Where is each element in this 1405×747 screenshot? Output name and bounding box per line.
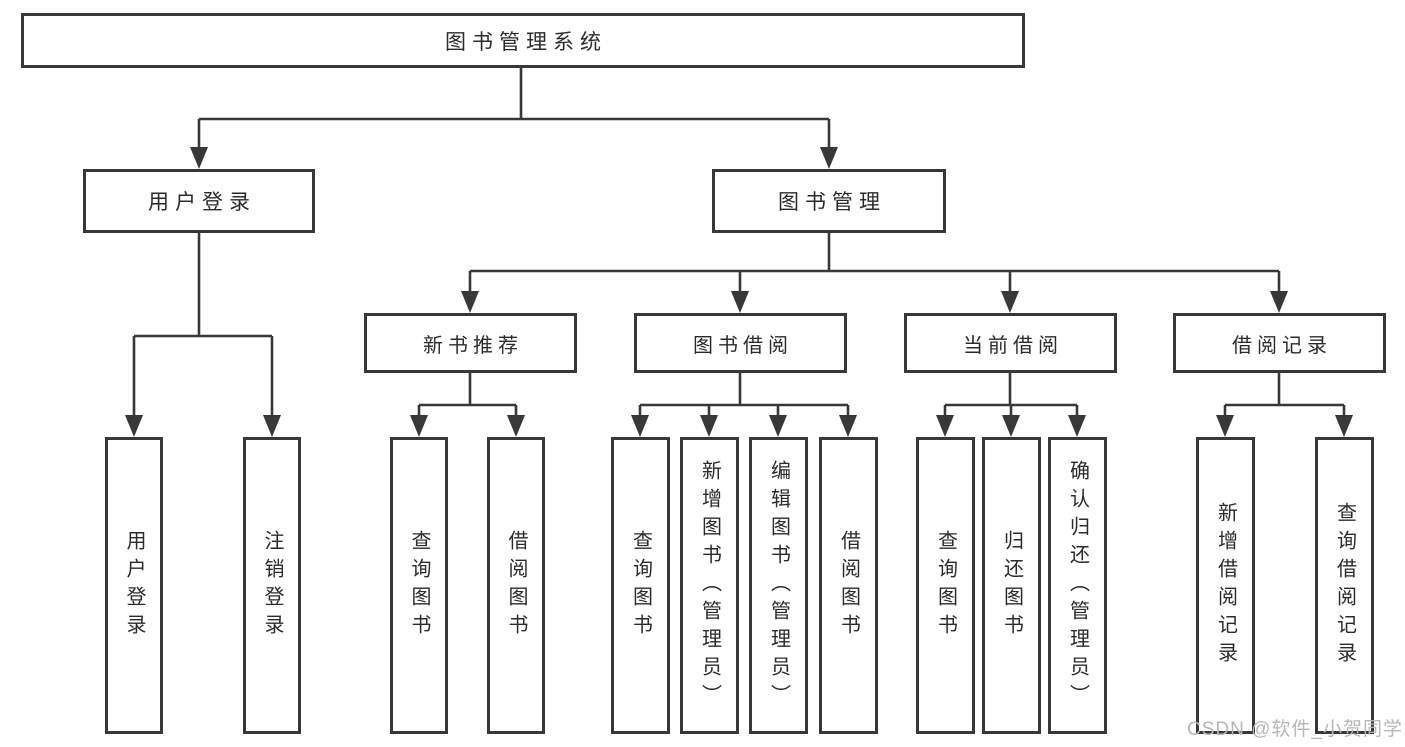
node-library-management-system: 图书管理系统 <box>21 13 1025 68</box>
node-label: 图书管理系统 <box>445 30 607 54</box>
leaf-bb-edit-books-admin: 编辑图书（管理员） <box>749 437 808 734</box>
node-book-borrowing: 图书借阅 <box>634 313 847 373</box>
node-label: 归还图书 <box>1000 529 1023 642</box>
node-label: 用户登录 <box>123 529 145 642</box>
node-current-borrowing: 当前借阅 <box>904 313 1117 373</box>
node-label: 新书推荐 <box>423 334 523 357</box>
node-book-management: 图书管理 <box>712 169 946 233</box>
node-label: 图书借阅 <box>693 334 793 357</box>
node-label: 编辑图书（管理员） <box>767 459 790 712</box>
node-label: 当前借阅 <box>963 334 1063 357</box>
node-label: 查询图书 <box>629 529 652 642</box>
leaf-nbr-query-books: 查询图书 <box>390 437 448 734</box>
csdn-watermark: CSDN @软件_小贺同学 <box>1187 719 1403 740</box>
leaf-bb-query-books: 查询图书 <box>611 437 670 734</box>
node-label: 用户登录 <box>148 191 256 214</box>
leaf-br-query-record: 查询借阅记录 <box>1315 437 1374 734</box>
leaf-bb-add-books-admin: 新增图书（管理员） <box>680 437 739 734</box>
node-label: 查询借阅记录 <box>1333 501 1356 670</box>
leaf-bb-borrow-books: 借阅图书 <box>819 437 878 734</box>
node-new-book-recommendation: 新书推荐 <box>364 313 577 373</box>
node-label: 新增图书（管理员） <box>698 459 721 712</box>
leaf-nbr-borrow-books: 借阅图书 <box>487 437 545 734</box>
node-label: 借阅图书 <box>505 529 527 642</box>
leaf-br-add-record: 新增借阅记录 <box>1196 437 1255 734</box>
node-user-login: 用户登录 <box>83 169 315 233</box>
leaf-user-login: 用户登录 <box>105 437 163 734</box>
leaf-cb-return-books: 归还图书 <box>982 437 1041 734</box>
node-borrowing-records: 借阅记录 <box>1173 313 1386 373</box>
node-label: 图书管理 <box>778 191 886 214</box>
node-label: 借阅记录 <box>1232 334 1332 357</box>
node-label: 查询图书 <box>934 529 957 642</box>
node-label: 查询图书 <box>408 529 430 642</box>
node-label: 新增借阅记录 <box>1214 501 1237 670</box>
leaf-cb-query-books: 查询图书 <box>916 437 975 734</box>
node-label: 注销登录 <box>261 529 283 642</box>
leaf-cb-confirm-return-admin: 确认归还（管理员） <box>1048 437 1107 734</box>
node-label: 确认归还（管理员） <box>1066 459 1089 712</box>
node-label: 借阅图书 <box>837 529 860 642</box>
leaf-logout-login: 注销登录 <box>243 437 301 734</box>
